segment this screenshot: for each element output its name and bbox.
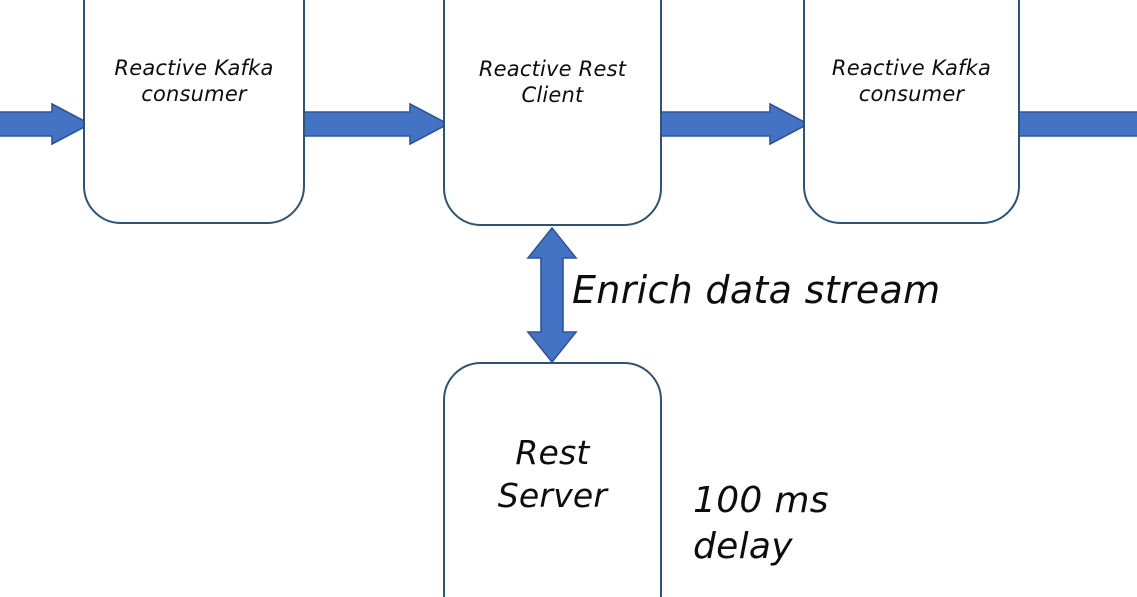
annotation-enrich-data-stream: Enrich data stream: [572, 268, 941, 312]
node-label: Reactive Kafka consumer: [114, 56, 274, 106]
node-label: Reactive Rest Client: [478, 57, 627, 107]
annotation-100ms-delay: 100 ms delay: [693, 480, 829, 568]
arrow-kafka-consumer-1-to-rest-client: [299, 102, 450, 146]
arrow-rest-client-to-kafka-consumer-2: [659, 102, 810, 146]
node-label: Rest Server: [497, 433, 608, 515]
arrow-inbound-to-kafka-consumer-1: [0, 102, 92, 146]
node-label: Reactive Kafka consumer: [831, 56, 992, 106]
node-reactive-rest-client[interactable]: Reactive Rest Client: [443, 0, 662, 226]
node-reactive-kafka-consumer-2[interactable]: Reactive Kafka consumer: [803, 0, 1020, 224]
arrow-outbound-from-kafka-consumer-2: [1014, 111, 1137, 137]
node-rest-server[interactable]: Rest Server: [443, 362, 662, 597]
node-reactive-kafka-consumer-1[interactable]: Reactive Kafka consumer: [83, 0, 305, 224]
